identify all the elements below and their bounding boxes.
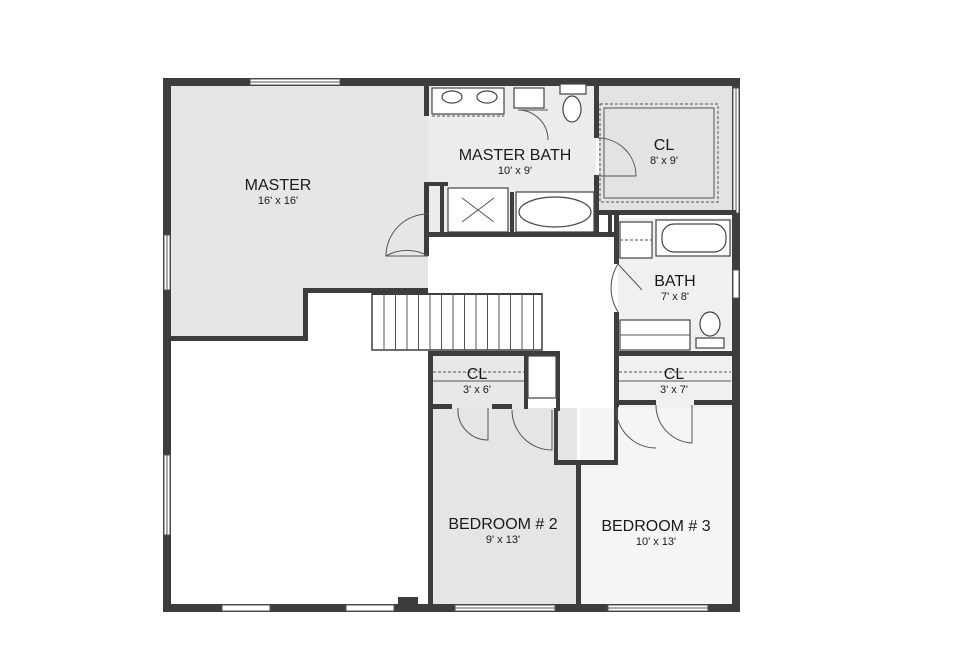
room-fills [170,86,732,604]
sink-right-icon [476,90,498,104]
closet-3-fill [618,356,732,408]
bedroom-2-label: BEDROOM # 2 [448,516,557,533]
bath-toilet-bowl-icon [699,311,721,337]
bath-size: 7' x 8' [661,291,689,303]
bedroom-2-fill [432,408,577,604]
toilet-tank-icon [559,83,587,95]
room-labels: MASTER 16' x 16' MASTER BATH 10' x 9' CL… [245,137,711,548]
doors [385,109,693,451]
master-room-fill [170,86,428,340]
stairs [371,293,543,351]
bedroom-3-fill [580,408,732,604]
closet-2-label: CL [467,366,488,383]
master-bath-size: 10' x 9' [498,165,532,177]
master-closet-label: CL [654,137,675,154]
master-closet-size: 8' x 9' [650,155,678,167]
master-closet-fill [599,86,732,212]
closet-2-fill [432,356,524,408]
master-size: 16' x 16' [258,195,298,207]
master-bath-label: MASTER BATH [459,147,572,164]
bedroom-3-label: BEDROOM # 3 [601,518,710,535]
sink-left-icon [441,90,463,104]
closet-2-size: 3' x 6' [463,384,491,396]
toilet-bowl-icon [562,95,582,123]
bedroom-2-size: 9' x 13' [486,534,520,546]
bath-toilet-tank-icon [695,337,725,349]
bedroom-3-size: 10' x 13' [636,536,676,548]
closet-3-size: 3' x 7' [660,384,688,396]
master-label: MASTER [245,177,312,194]
bath-label: BATH [654,273,695,290]
windows [163,78,740,612]
fixtures [431,83,731,399]
closet-3-label: CL [664,366,685,383]
interior-walls [170,86,736,608]
exterior-walls [163,78,740,612]
